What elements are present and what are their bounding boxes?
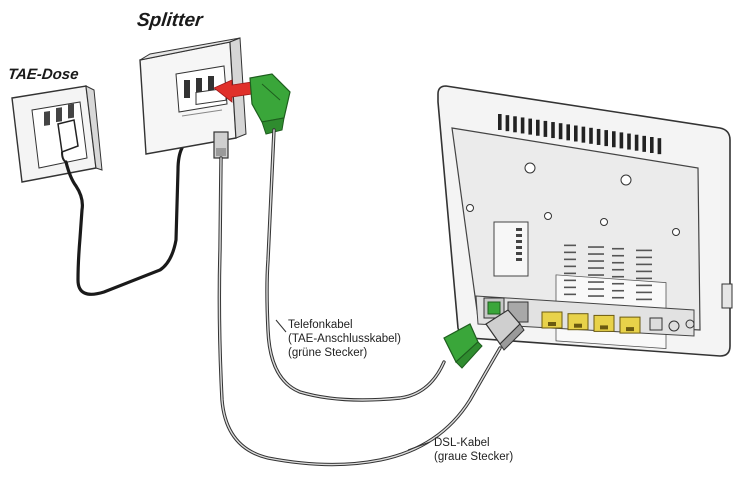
- screw: [466, 204, 474, 212]
- label-text-mark: [636, 256, 652, 259]
- vent-slot: [513, 116, 517, 133]
- leader-telefonkabel: [275, 319, 287, 333]
- label-text-mark: [612, 254, 624, 257]
- recess-mark: [516, 252, 522, 255]
- vent-slot: [627, 133, 631, 150]
- vent-slots: [498, 114, 662, 155]
- label-text-mark: [636, 263, 652, 266]
- label-text-mark: [612, 282, 624, 285]
- recess-mark: [516, 240, 522, 243]
- label-text-mark: [564, 286, 576, 289]
- vent-slot: [642, 135, 646, 152]
- label-text-mark: [564, 272, 576, 275]
- label-text-mark: [636, 270, 652, 273]
- vent-slot: [566, 124, 570, 141]
- label-text-mark: [612, 261, 624, 264]
- leader-dsl: [407, 441, 431, 451]
- recess-mark: [516, 246, 522, 249]
- screw: [600, 218, 608, 226]
- lan-port-yellow: [541, 311, 563, 329]
- vent-slot: [520, 117, 525, 134]
- label-text-mark: [564, 244, 576, 247]
- label-text-mark: [564, 258, 576, 261]
- label-text-mark: [588, 281, 604, 283]
- vent-slot: [528, 118, 532, 135]
- lan-port-notch: [548, 322, 556, 326]
- label-text-mark: [588, 267, 604, 269]
- vent-slot: [551, 122, 555, 139]
- label-text-mark: [636, 284, 652, 287]
- label-text-mark: [612, 289, 624, 292]
- label-text-mark: [564, 265, 576, 268]
- vent-slot: [558, 123, 563, 140]
- vent-slot: [604, 130, 608, 147]
- label-text-mark: [564, 293, 576, 296]
- screw: [672, 228, 680, 236]
- grey-plug-splitter: [213, 131, 229, 159]
- splitter-label: Splitter: [135, 10, 204, 31]
- label-text-mark: [588, 288, 604, 290]
- label-text-mark: [588, 246, 604, 248]
- vent-slot: [543, 120, 548, 137]
- telefonkabel-line-1: Telefonkabel: [288, 319, 353, 331]
- tae-socket: [11, 85, 103, 183]
- label-text-mark: [588, 253, 604, 255]
- vent-slot: [634, 134, 639, 151]
- label-text-mark: [612, 268, 624, 271]
- dsl-kabel-label: DSL-Kabel (graue Stecker): [434, 436, 513, 464]
- label-text-mark: [612, 275, 624, 278]
- lan-port-notch: [626, 327, 634, 332]
- label-text-mark: [564, 279, 576, 282]
- label-text-mark: [588, 295, 604, 297]
- vent-slot: [581, 126, 586, 143]
- label-text-mark: [636, 291, 652, 294]
- vent-slot: [498, 114, 502, 130]
- recess-mark: [516, 228, 522, 231]
- label-text-mark: [564, 251, 576, 254]
- lan-port-yellow: [593, 314, 615, 332]
- tae-plug: [57, 119, 79, 154]
- telefonkabel-line-3: (grüne Stecker): [288, 347, 368, 359]
- green-plug-router: [443, 323, 483, 369]
- dsl-kabel-line-2: (graue Stecker): [434, 451, 514, 463]
- vent-slot: [650, 137, 654, 153]
- recess-mark: [516, 234, 522, 237]
- screw: [544, 212, 552, 220]
- vent-slot: [505, 115, 510, 132]
- tae-dose-label: TAE-Dose: [7, 66, 80, 83]
- telefonkabel-label: Telefonkabel (TAE-Anschlusskabel) (grüne…: [288, 318, 401, 360]
- vent-slot: [589, 127, 593, 144]
- vent-slot: [619, 132, 624, 149]
- dsl-kabel-line-1: DSL-Kabel: [434, 437, 490, 449]
- label-text-mark: [612, 296, 624, 299]
- tae-splitter-cable: [64, 146, 184, 296]
- lan-port-notch: [600, 325, 608, 330]
- green-plug-splitter: [249, 73, 291, 135]
- telefonkabel-line-2: (TAE-Anschlusskabel): [288, 333, 401, 345]
- label-text-mark: [612, 247, 624, 250]
- label-text-mark: [636, 277, 652, 280]
- splitter-device: [139, 37, 247, 155]
- vent-slot: [574, 125, 578, 142]
- grey-plug-router: [485, 309, 525, 351]
- lan-port-yellow: [567, 313, 589, 331]
- lan-port-yellow: [619, 316, 641, 334]
- lan-port-notch: [574, 323, 582, 328]
- recess-mark: [516, 258, 522, 261]
- vent-slot: [657, 138, 662, 155]
- vent-slot: [596, 128, 601, 145]
- vent-slot: [536, 119, 540, 136]
- label-text-mark: [636, 249, 652, 252]
- label-text-mark: [636, 298, 652, 301]
- label-text-mark: [588, 260, 604, 262]
- router-device: [437, 85, 733, 357]
- label-text-mark: [588, 274, 604, 276]
- vent-slot: [612, 131, 616, 148]
